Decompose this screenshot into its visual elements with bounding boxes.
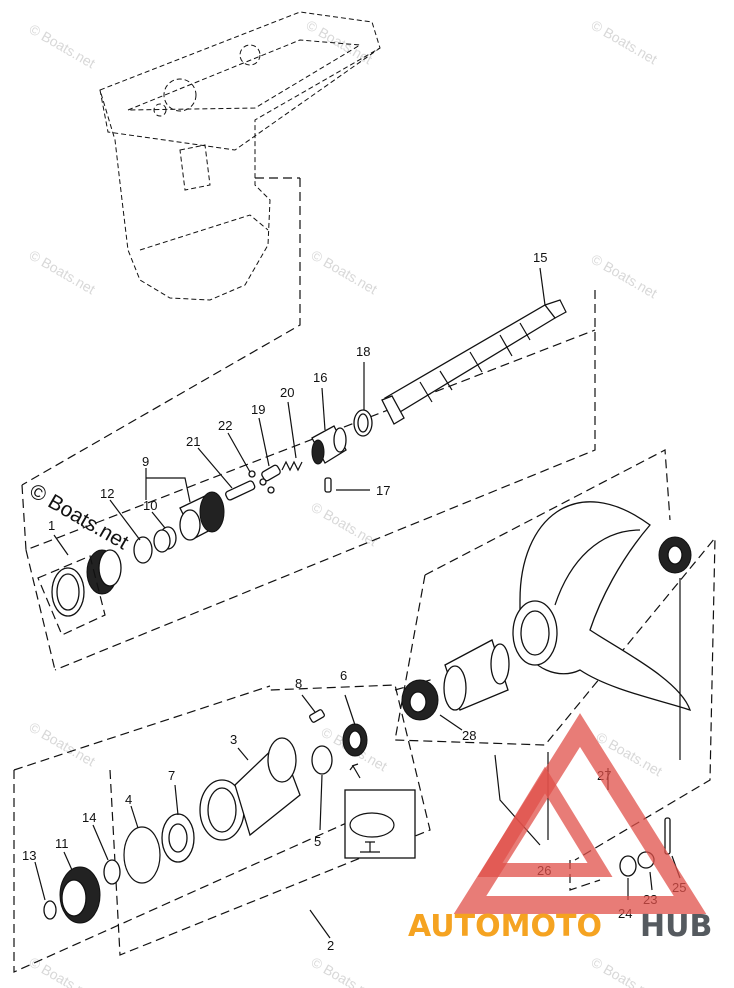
automotohub-logo: AUTOMOTO HUB [408, 713, 712, 944]
prop-group-boundary [424, 449, 671, 576]
callout-9: 9 [142, 454, 149, 469]
callout-4: 4 [125, 792, 132, 807]
propeller [512, 501, 692, 712]
callout-28: 28 [462, 728, 476, 743]
gearcase-housing [21, 11, 381, 486]
callout-3: 3 [230, 732, 237, 747]
reverse-gear-face [61, 879, 87, 917]
callout-15: 15 [533, 250, 547, 265]
callout-19: 19 [251, 402, 265, 417]
upper-group-boundary-3 [25, 549, 56, 671]
sleeve-washer-inner [667, 545, 683, 565]
ball [248, 470, 256, 478]
needle-bearing-5 [311, 745, 333, 775]
callout-17: 17 [376, 483, 390, 498]
plunger [261, 464, 281, 482]
ring-18-inner [357, 413, 369, 433]
ball [267, 486, 275, 494]
watermark-text: © Boats.net [27, 954, 99, 988]
callout-8: 8 [295, 676, 302, 691]
callout-1: 1 [48, 518, 55, 533]
watermark-text: © Boats.net [589, 251, 661, 302]
thrust-washer-28-inner [409, 691, 427, 713]
watermark-text: © Boats.net [27, 719, 99, 770]
forward-gear [179, 491, 225, 541]
callout-12: 12 [100, 486, 114, 501]
bearing-housing [199, 737, 301, 841]
upper-group-boundary [21, 329, 596, 551]
callout-21: 21 [186, 434, 200, 449]
watermark-text: © Boats.net [304, 17, 376, 68]
watermark-text: © Boats.net [309, 247, 381, 298]
cotter-pin [664, 817, 671, 855]
lower-group-boundary [13, 770, 381, 973]
lower-group-boundary-2 [13, 685, 271, 771]
needle-bearing-outer [153, 529, 171, 553]
callout-22: 22 [218, 418, 232, 433]
watermark-text: © Boats.net [589, 17, 661, 68]
callout-16: 16 [313, 370, 327, 385]
spacer [443, 639, 510, 711]
callout-7: 7 [168, 768, 175, 783]
propeller-shaft [381, 299, 567, 425]
ball [259, 478, 267, 486]
bolt [309, 709, 325, 723]
inner-group-boundary [109, 684, 431, 956]
shim [133, 536, 153, 564]
watermark-text: © Boats.net [589, 954, 661, 988]
spring [281, 460, 303, 472]
cross-pin [324, 477, 332, 493]
callout-20: 20 [280, 385, 294, 400]
logo-text-automoto: AUTOMOTO [408, 909, 602, 944]
oil-seal-inner [348, 730, 362, 750]
taper-bearing [37, 549, 122, 636]
dog-clutch [311, 425, 347, 465]
prop-group-boundary-2 [394, 536, 716, 861]
prop-group-boundary-3 [569, 860, 601, 891]
thrust-washer [103, 859, 121, 885]
logo-triangle-outer [453, 713, 707, 914]
callout-10: 10 [143, 498, 157, 513]
callout-14: 14 [82, 810, 96, 825]
o-ring [123, 826, 161, 884]
ball-bearing-inner [168, 823, 188, 853]
callout-18: 18 [356, 344, 370, 359]
callout-11: 11 [55, 836, 69, 851]
callout-6: 6 [340, 668, 347, 683]
installation-inset [344, 763, 416, 859]
shim-13 [43, 900, 57, 920]
callout-5: 5 [314, 834, 321, 849]
watermark-text: © Boats.net [27, 247, 99, 298]
washer-24 [619, 855, 637, 877]
callout-2: 2 [327, 938, 334, 953]
shift-slider [225, 480, 256, 501]
logo-text-hub: HUB [640, 909, 712, 944]
watermark-text: © Boats.net [309, 499, 381, 550]
watermark-foreground: © Boats.net [26, 479, 133, 554]
callout-13: 13 [22, 848, 36, 863]
watermark-text: © Boats.net [309, 954, 381, 988]
upper-group-boundary-2 [54, 290, 596, 671]
watermark-text: © Boats.net [27, 21, 99, 72]
logo-triangle-inner [477, 766, 613, 877]
